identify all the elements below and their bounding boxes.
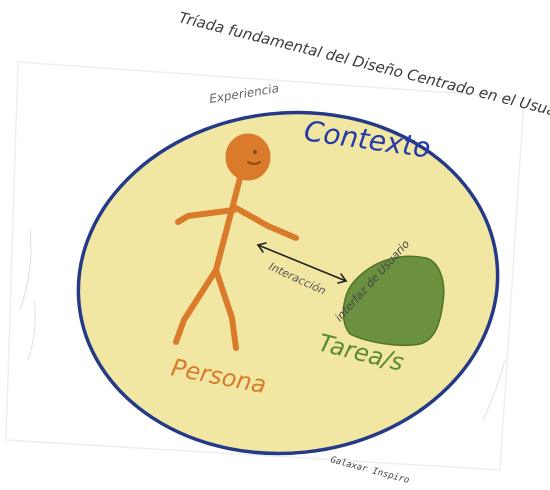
diagram-stage: Tríada fundamental del Diseño Centrado e… [0,0,550,490]
ucd-triad-diagram: Tríada fundamental del Diseño Centrado e… [0,0,550,490]
